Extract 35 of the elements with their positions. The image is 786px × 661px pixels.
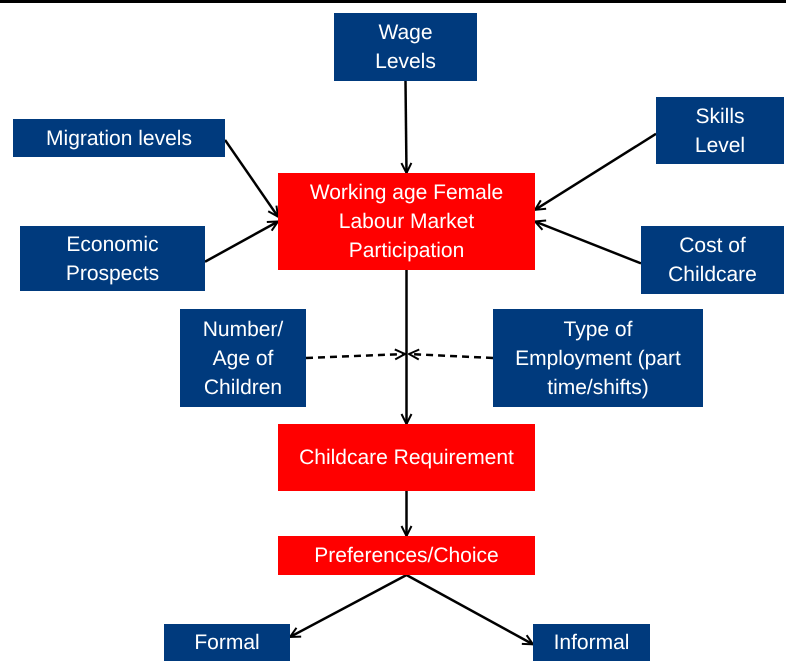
box-label: Wage Levels: [374, 20, 437, 75]
box-label: Type of Employment (part time/shifts): [514, 316, 682, 400]
box-label: Informal: [554, 630, 630, 656]
box-label: Number/ Age of Children: [202, 316, 284, 400]
factor-box: [164, 624, 290, 661]
box-label: Childcare Requirement: [299, 445, 514, 471]
factor-box: [20, 226, 205, 291]
box-label: Economic Prospects: [64, 232, 160, 286]
arrow: [400, 80, 412, 174]
factor-box: [641, 226, 784, 294]
factor-box: [533, 624, 650, 661]
outcome-box: [278, 536, 535, 575]
factor-box: [334, 13, 477, 81]
arrow: [224, 139, 280, 218]
factor-box: [493, 309, 703, 407]
outcome-box: [278, 424, 535, 491]
factor-box: [13, 119, 225, 157]
box-label: Formal: [194, 630, 260, 656]
outcome-box: [278, 173, 535, 270]
box-label: Working age Female Labour Market Participation: [308, 180, 504, 264]
arrow: [400, 491, 412, 537]
box-label: Preferences/Choice: [314, 543, 499, 569]
arrow: [534, 132, 657, 211]
arrow: [289, 574, 408, 638]
factor-box: [180, 309, 306, 407]
box-label: Cost of Childcare: [667, 233, 758, 288]
dashed-arrow: [306, 348, 406, 360]
arrow: [204, 220, 279, 263]
box-label: Migration levels: [46, 126, 192, 152]
dashed-arrow: [408, 348, 494, 360]
arrow: [406, 574, 534, 646]
box-label: Skills Level: [694, 104, 746, 158]
factor-box: [656, 97, 784, 164]
arrow: [400, 270, 412, 425]
arrow: [534, 220, 642, 265]
